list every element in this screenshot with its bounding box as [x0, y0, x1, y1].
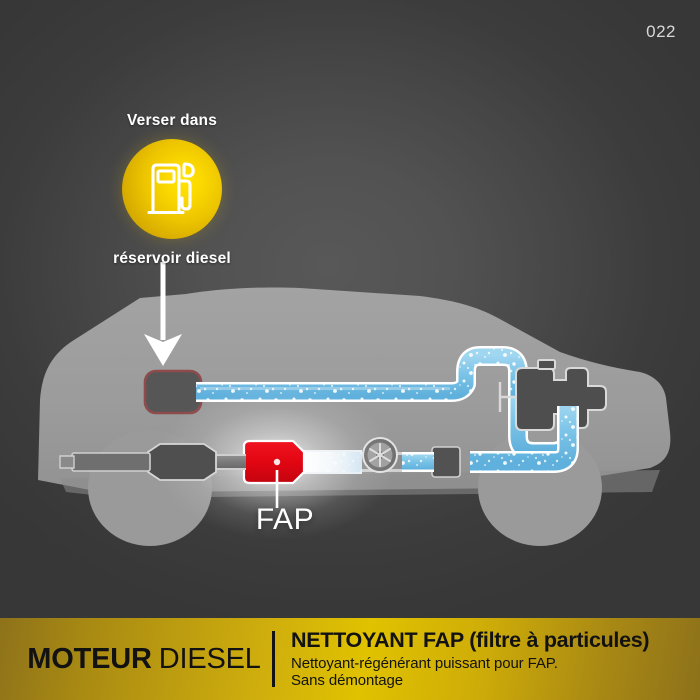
banner-right-group: NETTOYANT FAP (filtre à particules) Nett… [291, 628, 650, 690]
fuel-line [196, 346, 528, 402]
banner-divider [272, 631, 275, 687]
page-number: 022 [646, 22, 676, 41]
banner-subtitle-2: Sans démontage [291, 672, 404, 690]
tailpipe [59, 455, 75, 469]
car-diagram [38, 262, 671, 546]
product-banner: MOTEUR DIESEL NETTOYANT FAP (filtre à pa… [0, 618, 700, 700]
banner-moteur: MOTEUR [27, 642, 152, 675]
banner-diesel: DIESEL [158, 642, 261, 675]
sensor-box [431, 446, 461, 478]
pour-arrow [144, 262, 182, 366]
resonator [71, 452, 151, 472]
banner-subtitle-1: Nettoyant-régénérant puissant pour FAP. [291, 655, 558, 673]
banner-left-group: MOTEUR DIESEL [0, 643, 272, 676]
banner-title: NETTOYANT FAP (filtre à particules) [291, 628, 650, 653]
diesel-particulate-filter [242, 439, 306, 485]
exhaust-system [59, 384, 579, 540]
catalytic-converter [147, 443, 217, 481]
